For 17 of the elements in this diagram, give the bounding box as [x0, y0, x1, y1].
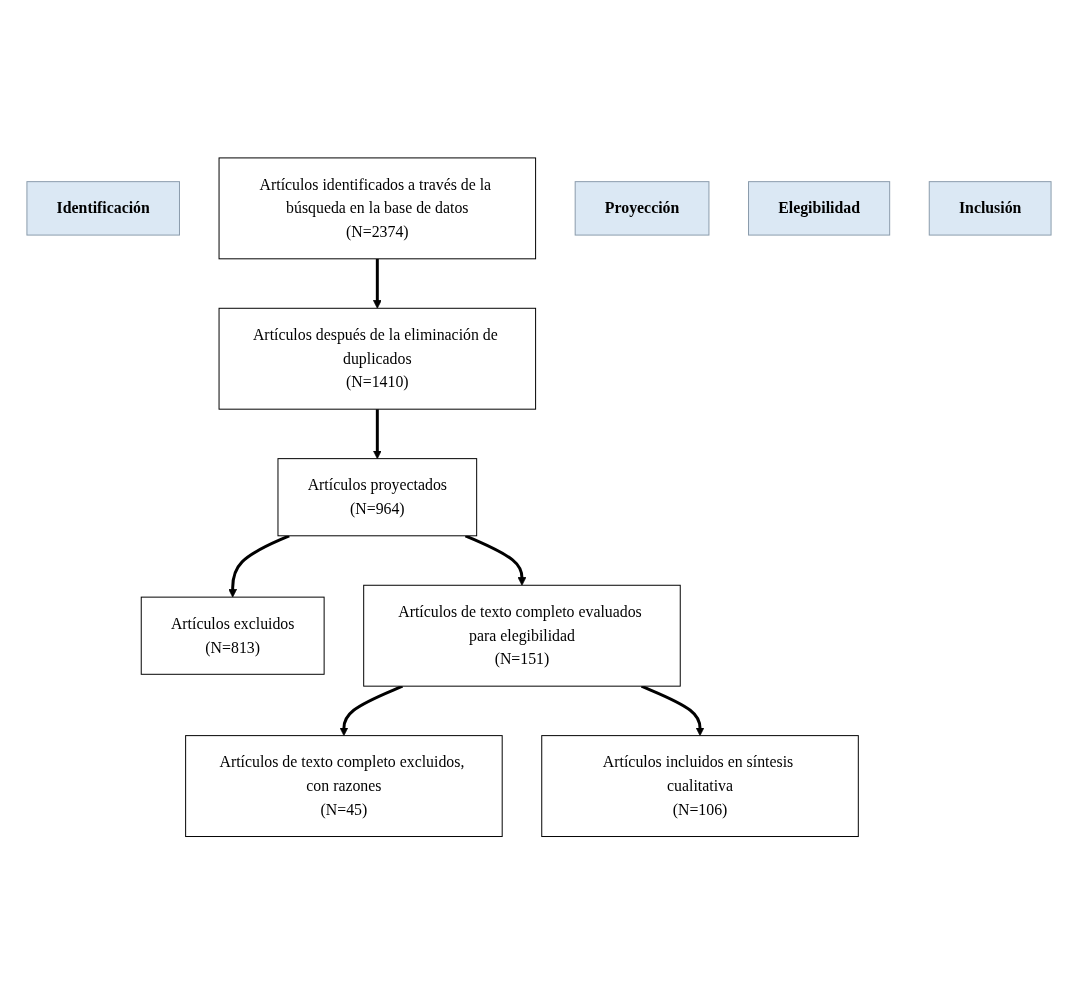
node-box: Identificación	[25, 180, 180, 236]
node-box: Elegibilidad	[747, 180, 890, 236]
node-box: Proyección	[574, 180, 709, 236]
arrow	[339, 684, 403, 736]
arrow	[640, 684, 704, 736]
node-box: Artículos incluidos en síntesis cualitativa (N=106)	[540, 734, 859, 837]
arrow	[227, 534, 290, 598]
arrow	[372, 258, 382, 309]
arrow	[372, 408, 382, 459]
node-box: Artículos de texto completo excluidos, con razones (N=45)	[184, 734, 503, 837]
node-box: Artículos después de la eliminación de duplicados (N=1410)	[218, 307, 536, 410]
node-box: Artículos identificados a través de la búsqueda en la base de datos (N=2374)	[218, 157, 536, 260]
node-box: Artículos excluidos (N=813)	[140, 596, 325, 675]
node-box: Artículos de texto completo evaluados para elegibilidad (N=151)	[362, 584, 681, 687]
node-box: Inclusión	[928, 180, 1052, 236]
arrow	[464, 534, 526, 586]
node-box: Artículos proyectados (N=964)	[277, 457, 477, 537]
